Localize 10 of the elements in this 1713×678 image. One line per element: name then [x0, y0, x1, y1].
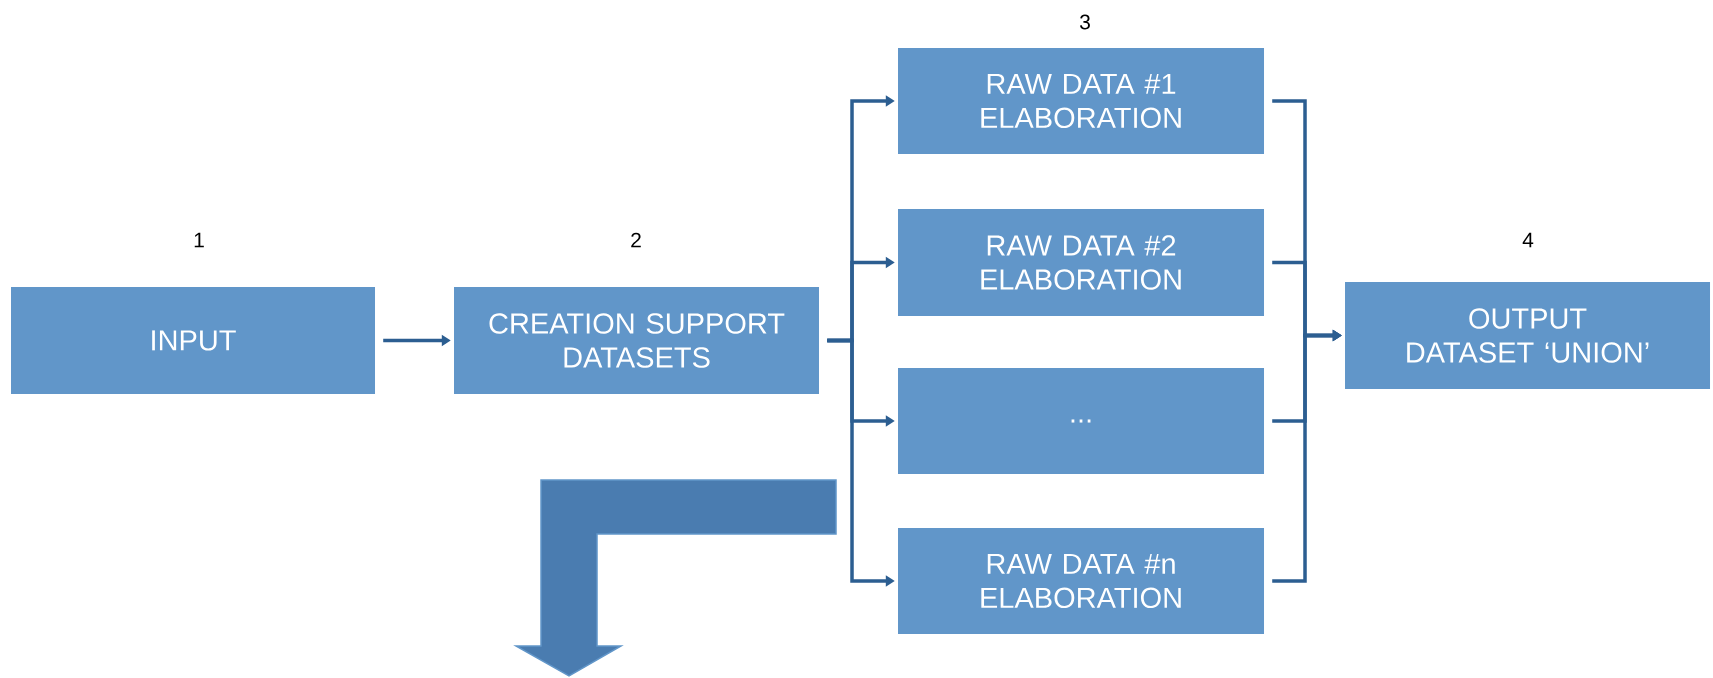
process-box: RAW DATA #2 ELABORATION — [898, 209, 1264, 316]
step-number: 4 — [1522, 232, 1534, 248]
process-box: OUTPUT DATASET ‘UNION’ — [1345, 282, 1710, 389]
step-number: 2 — [631, 232, 641, 248]
process-box: CREATION SUPPORT DATASETS — [454, 287, 819, 394]
process-box: RAW DATA #n ELABORATION — [898, 528, 1264, 634]
process-box: RAW DATA #1 ELABORATION — [898, 48, 1264, 154]
process-box: INPUT — [11, 287, 375, 394]
step-number: 1 — [194, 232, 204, 248]
process-box: ... — [898, 368, 1264, 474]
